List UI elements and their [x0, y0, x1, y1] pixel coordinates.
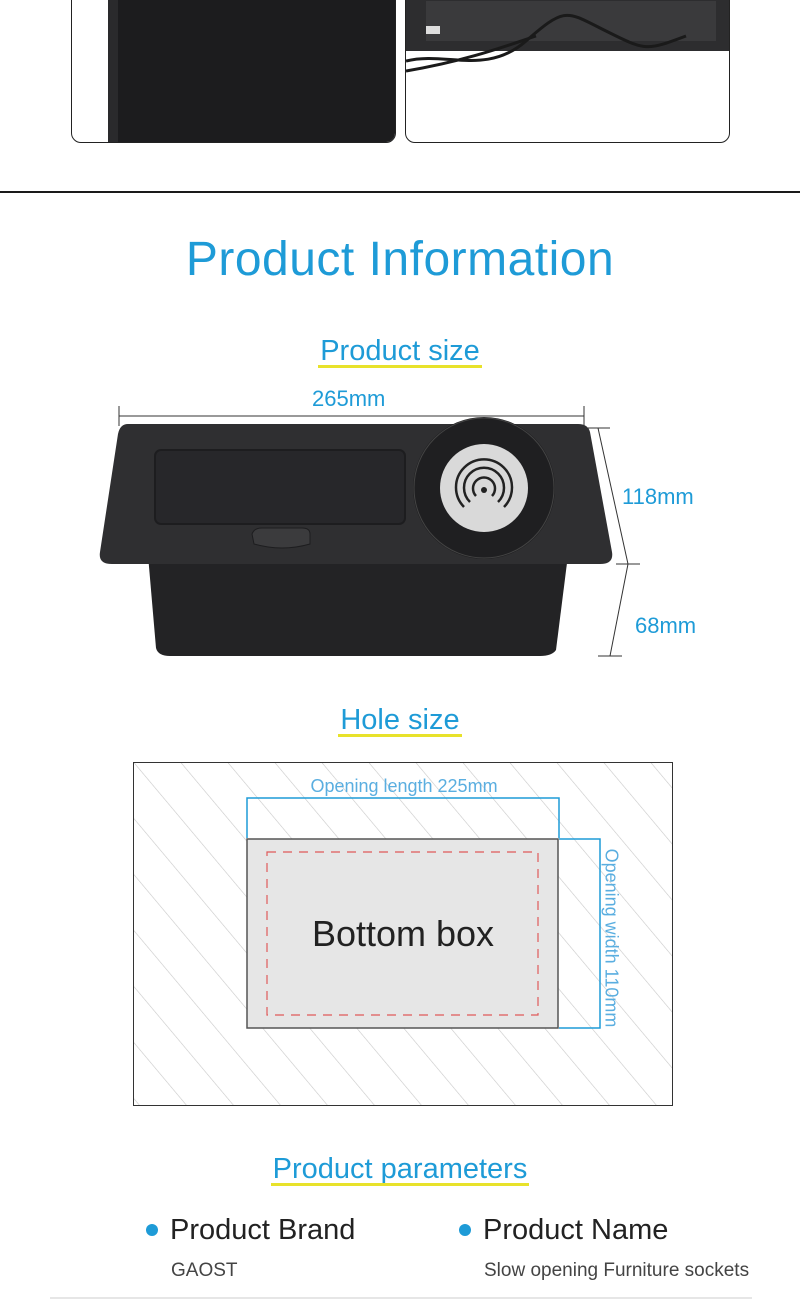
hole-size-diagram — [133, 762, 673, 1106]
product-parameters-heading-wrap: Product parameters — [0, 1152, 800, 1186]
product-size-heading: Product size — [318, 335, 482, 368]
hole-size-heading: Hole size — [338, 704, 462, 737]
opening-width-label: Opening width 110mm — [601, 848, 622, 1028]
product-photo-right — [406, 0, 729, 73]
opening-length-label: Opening length 225mm — [310, 776, 498, 796]
product-photo-left — [108, 0, 395, 142]
product-parameters-heading: Product parameters — [270, 1153, 530, 1186]
bottom-box-label: Bottom box — [311, 912, 495, 954]
product-photo-card-right — [405, 0, 730, 143]
param-value: GAOST — [171, 1260, 238, 1281]
product-size-heading-wrap: Product size — [0, 334, 800, 368]
product-photo-card-left — [71, 0, 396, 143]
bullet-dot-icon — [146, 1224, 158, 1236]
page-title: Product Information — [185, 233, 615, 286]
box-height-dimension-label: 68mm — [635, 613, 697, 638]
width-dimension-label: 265mm — [312, 386, 386, 411]
hole-size-heading-wrap: Hole size — [0, 703, 800, 737]
bottom-divider — [50, 1297, 752, 1299]
param-label: Product Name — [483, 1214, 669, 1246]
product-size-diagram — [99, 406, 640, 657]
param-value: Slow opening Furniture sockets — [484, 1260, 750, 1281]
param-label: Product Brand — [170, 1214, 356, 1246]
section-divider — [0, 191, 800, 193]
top-height-dimension-label: 118mm — [622, 484, 694, 509]
bullet-dot-icon — [459, 1224, 471, 1236]
